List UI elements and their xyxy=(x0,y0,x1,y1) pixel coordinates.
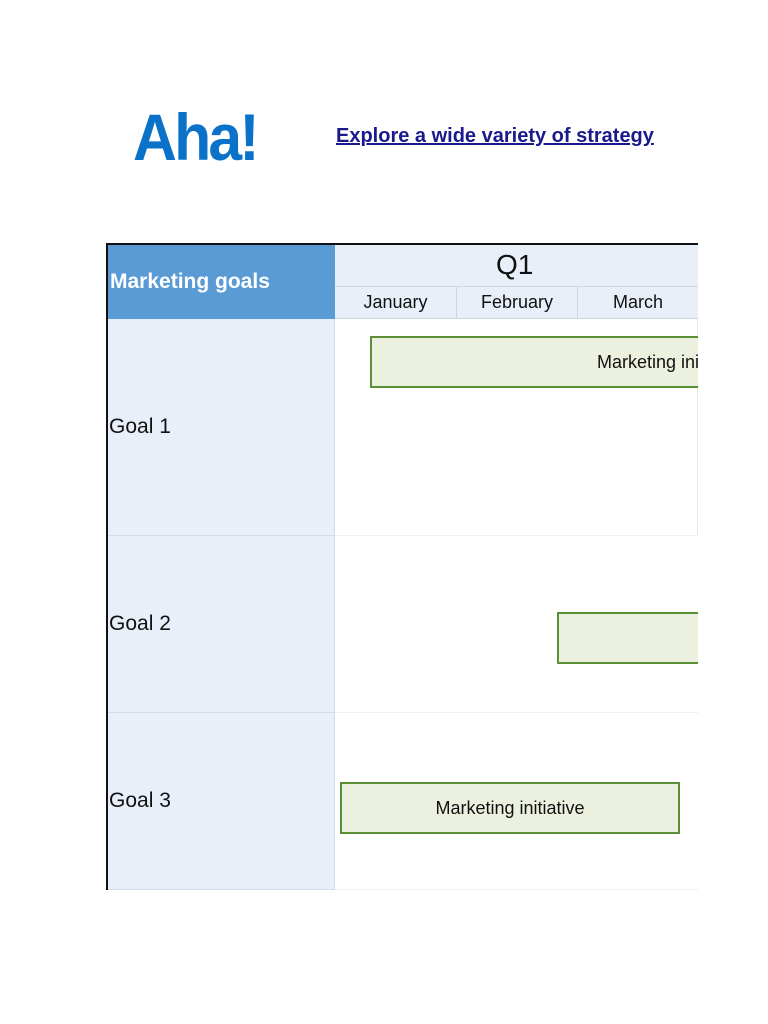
goal-2-label: Goal 2 xyxy=(108,536,335,713)
goal-2-initiative-bar[interactable] xyxy=(557,612,698,664)
aha-logo: Aha! xyxy=(133,100,260,174)
goal-3-label: Goal 3 xyxy=(108,713,335,890)
goal-3-initiative-label: Marketing initiative xyxy=(435,797,585,818)
quarter-header: Q1 xyxy=(335,245,698,287)
quarter-label: Q1 xyxy=(496,249,534,280)
explore-strategy-link[interactable]: Explore a wide variety of strategy xyxy=(336,125,654,147)
month-header-march: March xyxy=(578,287,698,319)
goal-3-initiative-bar[interactable]: Marketing initiative xyxy=(340,782,680,834)
month-header-january: January xyxy=(335,287,457,319)
month-header-february: February xyxy=(457,287,578,319)
goal-1-initiative-label: Marketing initiative xyxy=(597,351,698,372)
march-divider xyxy=(697,319,698,536)
goal-1-label: Goal 1 xyxy=(108,319,335,536)
marketing-goals-header: Marketing goals xyxy=(108,245,335,319)
marketing-roadmap-table: Marketing goals Q1 January February Marc… xyxy=(106,243,698,890)
goal-1-initiative-bar[interactable]: Marketing initiative xyxy=(370,336,698,388)
